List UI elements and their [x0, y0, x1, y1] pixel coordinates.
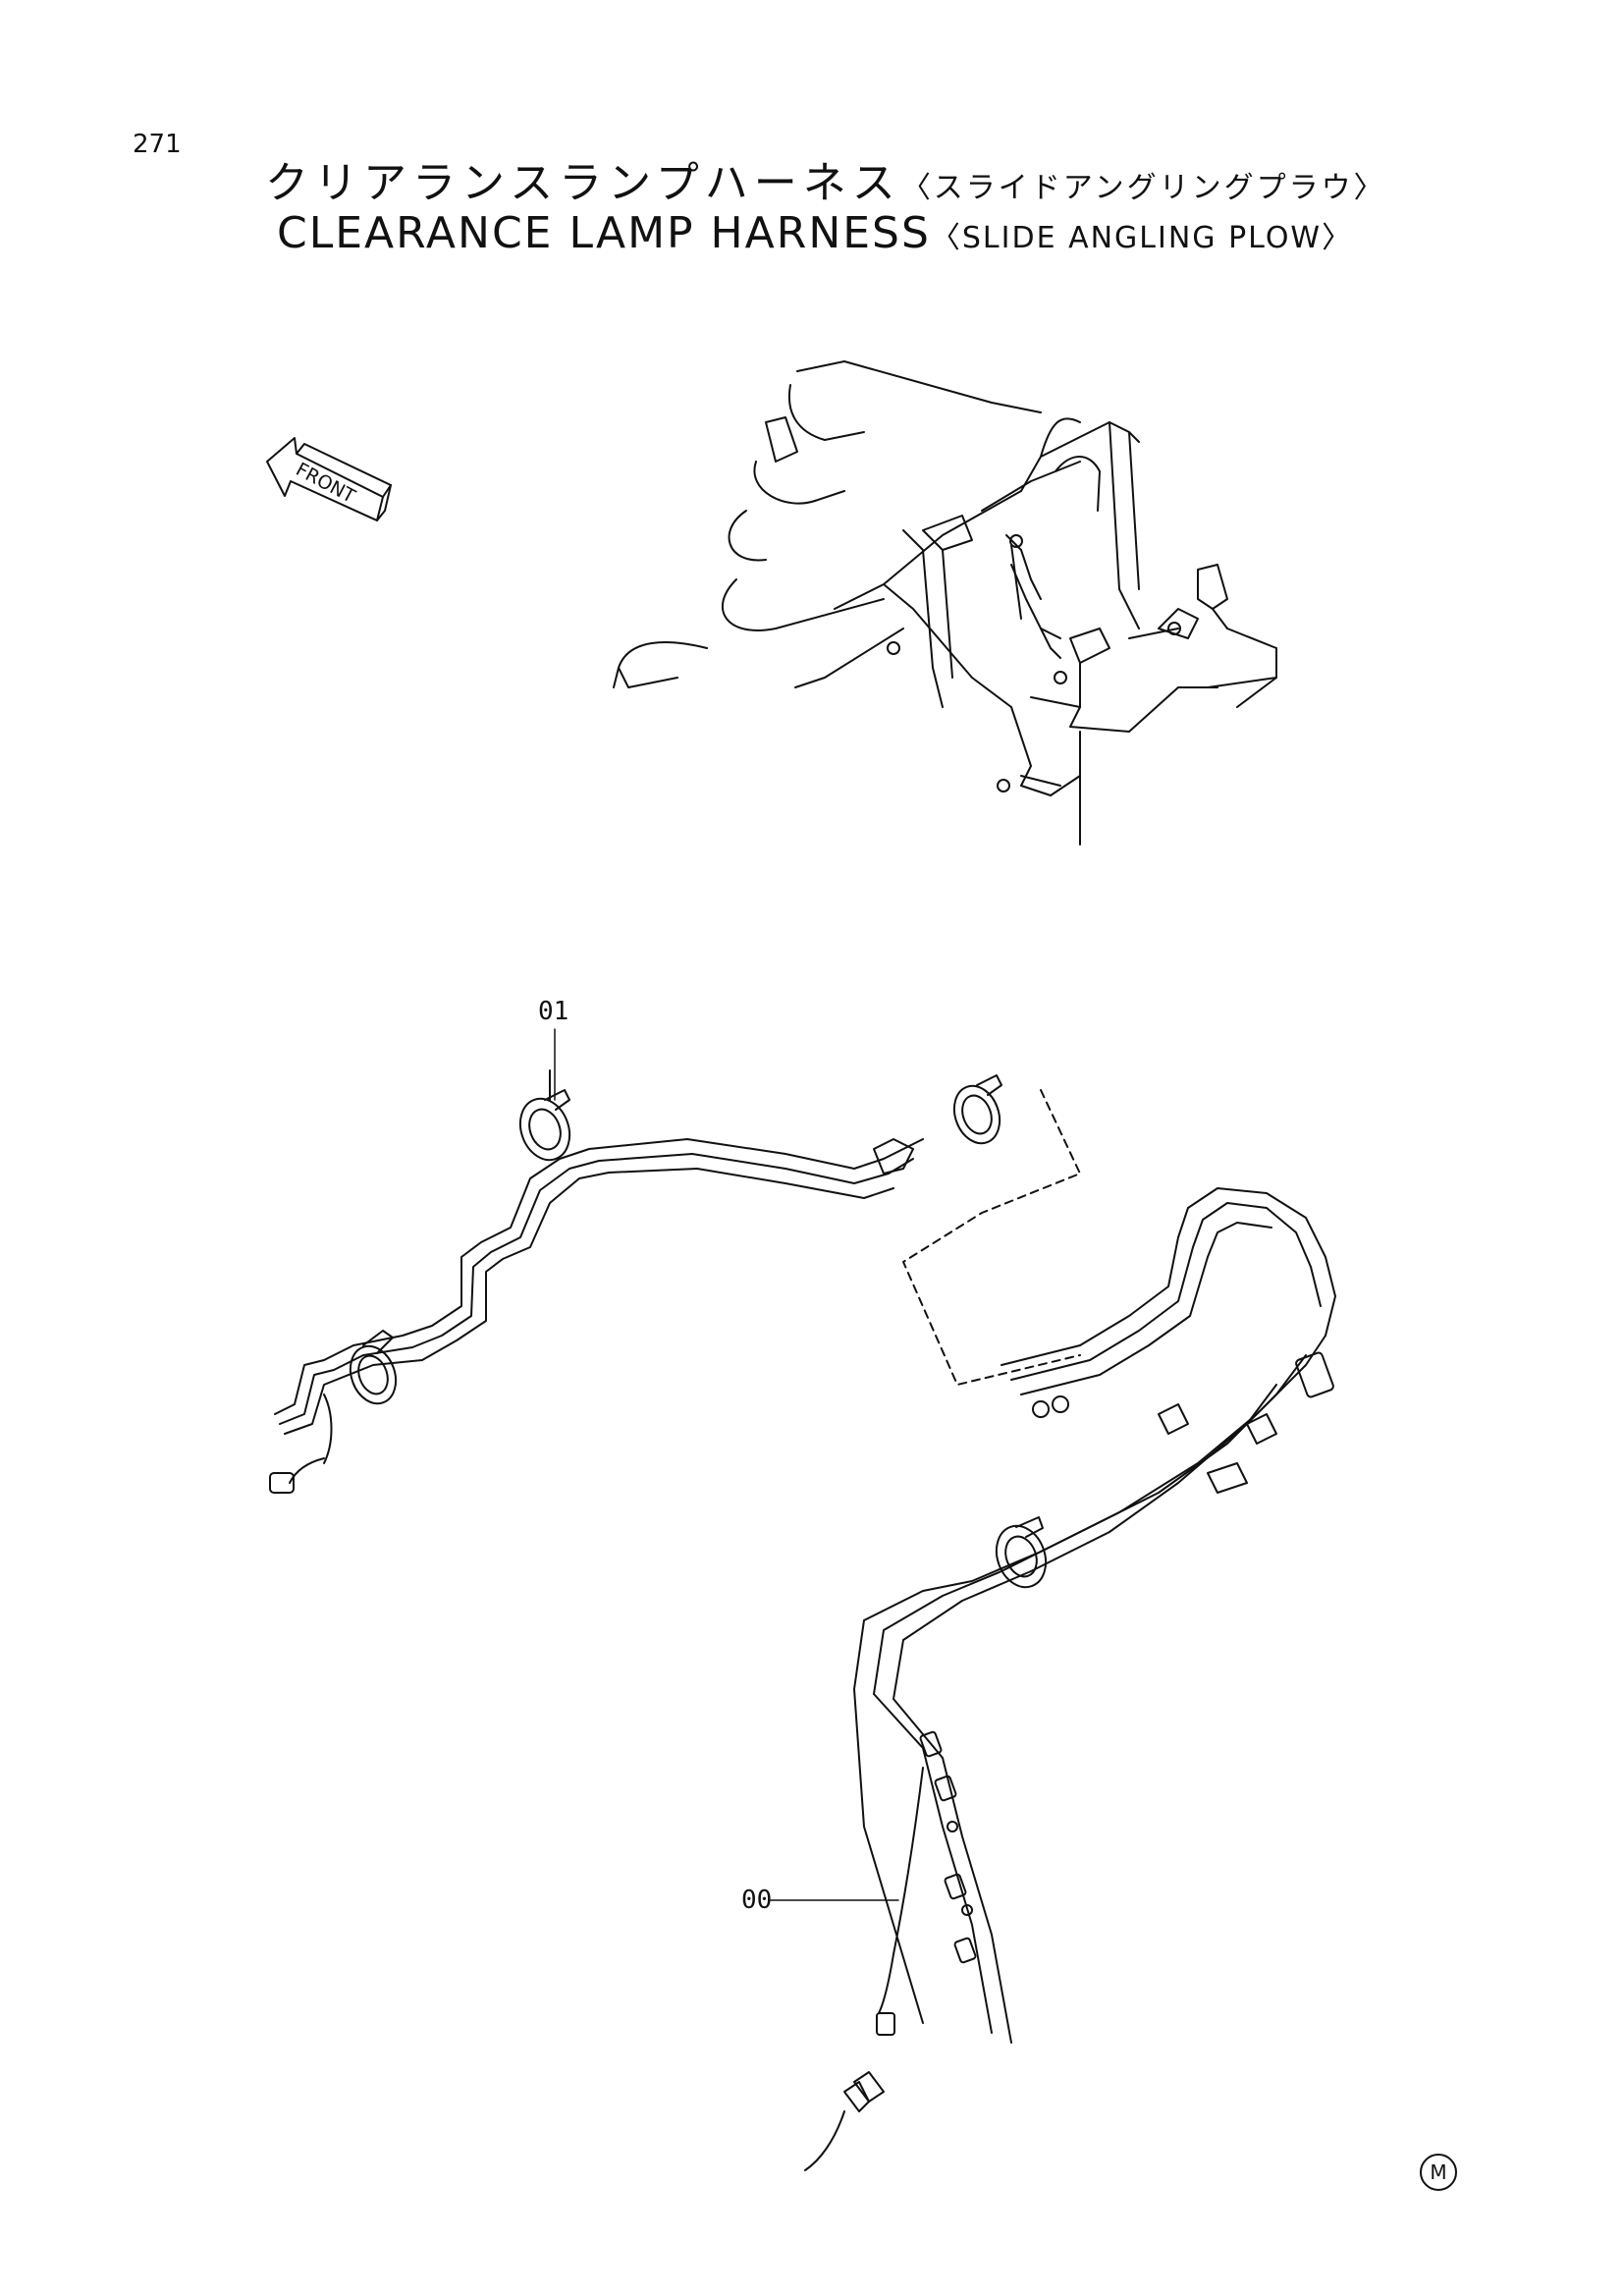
callout-leaders	[554, 1028, 899, 1901]
title-english-sub: 〈SLIDE ANGLING PLOW〉	[930, 221, 1354, 255]
title-japanese: クリアランスランプハーネス〈スライドアングリングプラウ〉	[265, 147, 1386, 210]
connection-leader-box	[902, 1089, 1081, 1386]
machine-frame-view	[613, 360, 1277, 846]
harness-right-section	[804, 1187, 1336, 2171]
harness-left-section	[269, 1069, 1002, 1494]
callout-01-label: 01	[538, 997, 569, 1026]
title-english: CLEARANCE LAMP HARNESS〈SLIDE ANGLING PLO…	[277, 208, 1353, 258]
title-japanese-main: クリアランスランプハーネス	[265, 158, 901, 208]
title-english-main: CLEARANCE LAMP HARNESS	[277, 208, 931, 258]
page-number: 271	[133, 130, 182, 159]
callout-00-label: 00	[741, 1886, 773, 1915]
footer-mark: M	[1420, 2154, 1457, 2191]
front-arrow: FRONT	[266, 437, 392, 521]
title-japanese-sub: 〈スライドアングリングプラウ〉	[900, 171, 1386, 205]
